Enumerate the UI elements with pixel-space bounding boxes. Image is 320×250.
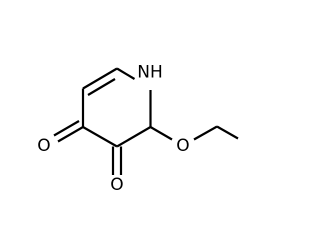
molecule-structure-diagram: NH O O O: [37, 63, 239, 195]
bond-ch2-ch3: [216, 125, 239, 140]
atom-label-c4-o: O: [37, 136, 50, 156]
bond-c4-o-inner: [53, 120, 80, 137]
bond-c3-c4: [82, 126, 118, 148]
atom-label-ether-o: O: [176, 136, 189, 156]
bond-c4-o: [57, 126, 84, 143]
atom-label-c3-o: O: [110, 175, 123, 195]
bond-c6-n1: [116, 67, 136, 80]
atom-label-nh: NH: [137, 63, 163, 83]
bond-c2-ether-o: [149, 126, 173, 141]
bond-c5-c6: [82, 67, 118, 90]
bond-ether-o-ch2: [193, 125, 218, 141]
bond-c2-c3: [116, 126, 152, 148]
bond-c5-c6-inner: [87, 78, 116, 96]
